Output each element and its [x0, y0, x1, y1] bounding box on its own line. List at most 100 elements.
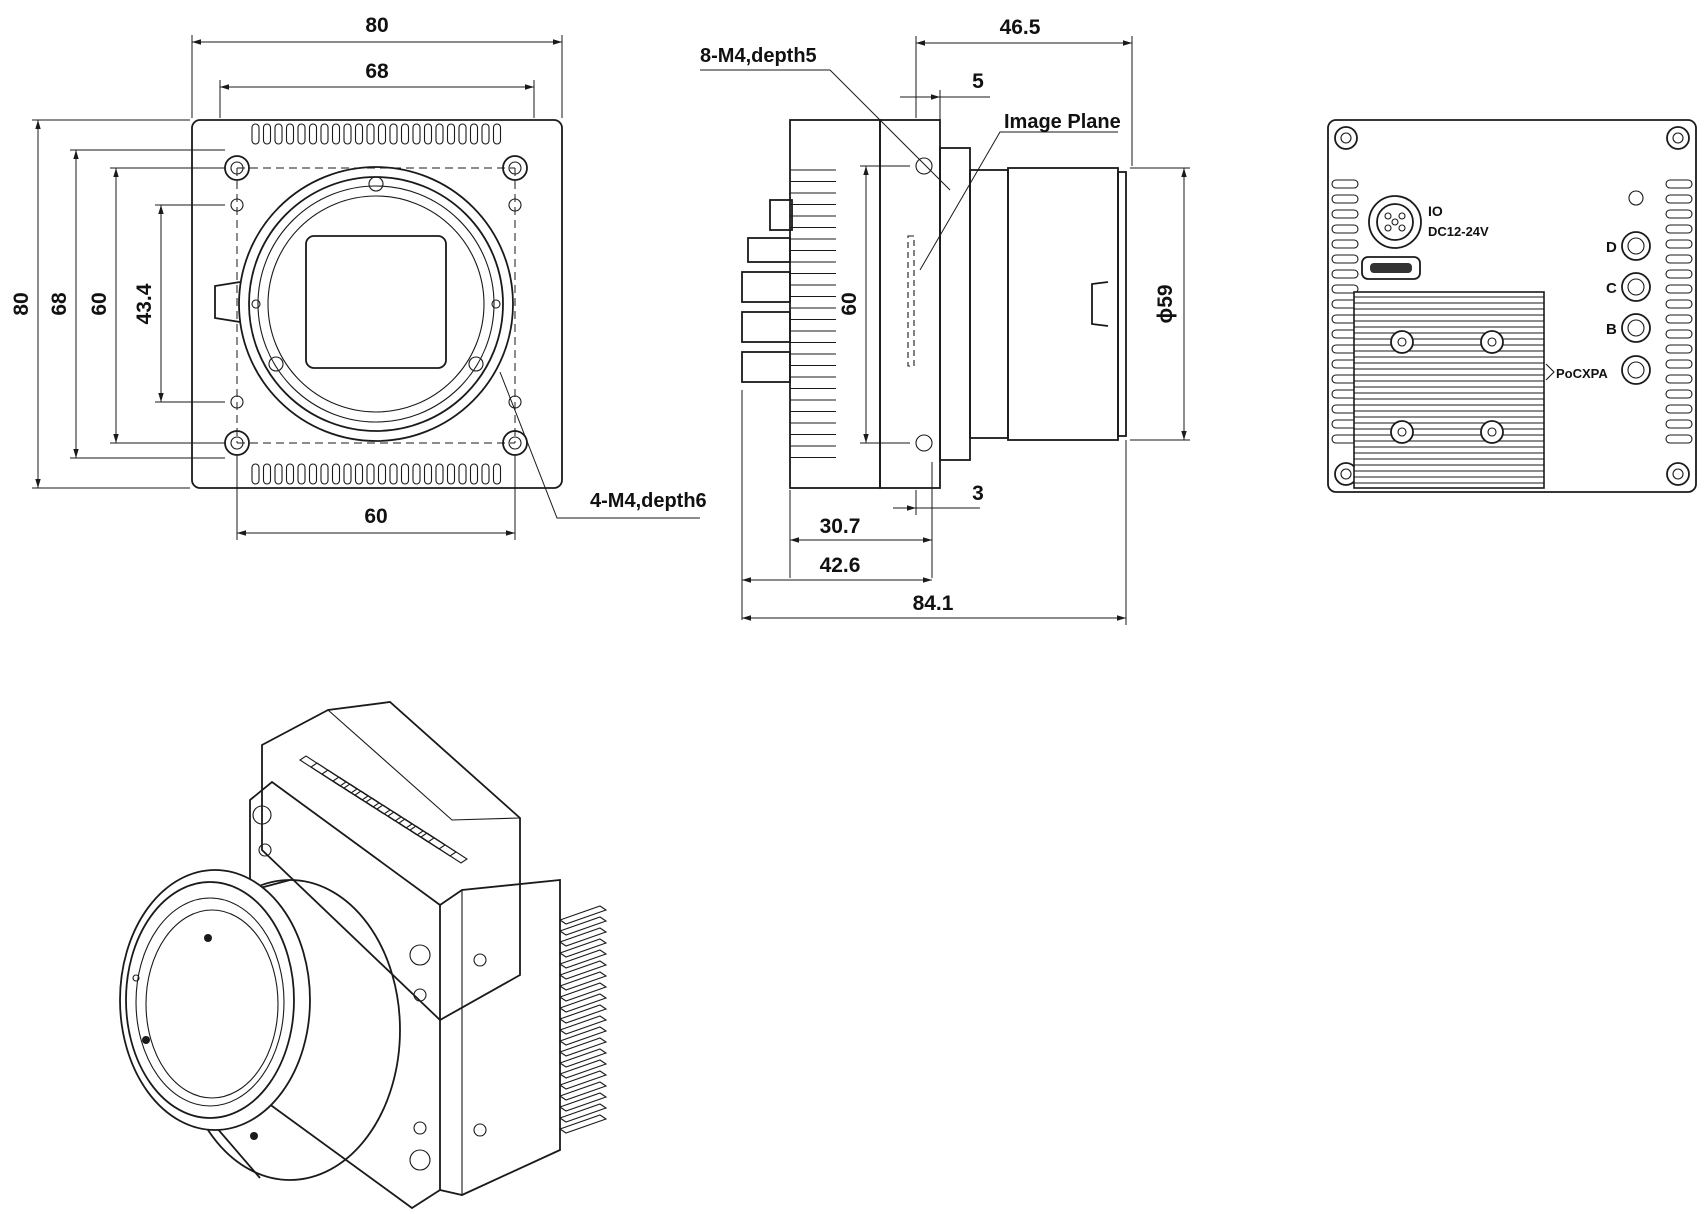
fin [1665, 299, 1693, 309]
fin [558, 938, 608, 958]
fin [558, 1004, 608, 1024]
side-lens-tab [1091, 281, 1109, 327]
fin [1331, 224, 1359, 234]
front-body-outline [191, 119, 563, 489]
fin [446, 123, 456, 145]
fin [1665, 269, 1693, 279]
power-label: DC12-24V [1428, 224, 1489, 239]
iso-top-fins [298, 755, 469, 864]
fin [297, 123, 306, 145]
dim-gap: 3 [972, 482, 984, 505]
fin [481, 463, 490, 485]
fin [1665, 404, 1693, 414]
side-lens-barrel [1007, 167, 1119, 441]
dim-outer-height: 80 [10, 292, 33, 315]
side-heatsink-fins [790, 169, 836, 459]
fin [1665, 359, 1693, 369]
fin [446, 463, 456, 485]
iso-barrel-front [119, 869, 311, 1131]
fin [558, 949, 608, 969]
fin [354, 123, 364, 145]
fin [1331, 269, 1359, 279]
fin [389, 463, 398, 485]
side-view: 46.5 5 60 ϕ59 3 30.7 42.6 84.1 8-M4,dept… [700, 16, 1190, 625]
rear-fins-right [1665, 179, 1693, 444]
fin [412, 463, 421, 485]
fin [492, 123, 502, 145]
fin [262, 463, 272, 485]
fin [558, 960, 608, 980]
side-middle-body [879, 119, 941, 489]
rear-fins-left [1331, 179, 1359, 444]
dim-mount-height: 43.4 [133, 283, 156, 324]
status-led [1628, 190, 1644, 206]
fin [1665, 419, 1693, 429]
rear-view: IO DC12-24V D C B PoCXPA [1327, 119, 1697, 493]
fin [1331, 284, 1359, 294]
side-connectors [741, 199, 793, 383]
dim-bottom-width: 60 [364, 505, 387, 528]
fin [342, 783, 392, 815]
fin [423, 463, 433, 485]
io-label: IO [1428, 203, 1443, 219]
fin [285, 123, 295, 145]
fin [558, 927, 608, 947]
fin [558, 1026, 608, 1046]
dim-diameter: ϕ59 [1154, 284, 1177, 323]
fin [1665, 434, 1693, 444]
dim-inner-height: 68 [48, 292, 71, 316]
holes-callout-label: 8-M4,depth5 [700, 45, 817, 67]
rear-plate-screws [1390, 330, 1504, 444]
port-label: PoCXPA [1556, 366, 1608, 381]
holes-callout-leader [700, 69, 951, 191]
side-dims [741, 36, 1190, 625]
fin [1331, 239, 1359, 249]
front-callout-label: 4-M4,depth6 [590, 490, 707, 512]
fin [389, 123, 398, 145]
dim-top-depth: 46.5 [1000, 16, 1041, 39]
fin [1331, 209, 1359, 219]
fin [423, 123, 433, 145]
front-lens-mount [214, 166, 514, 442]
fin [320, 463, 329, 485]
fin [274, 123, 283, 145]
fin [298, 755, 348, 787]
fin [320, 769, 370, 801]
rear-heatsink-plate [1353, 291, 1545, 489]
coax-ports [1621, 231, 1651, 385]
image-plane-marker [907, 235, 915, 367]
iso-view [119, 701, 608, 1210]
fin [285, 463, 295, 485]
fin [308, 123, 318, 145]
fin [364, 797, 414, 829]
fin [558, 916, 608, 936]
fin [1331, 179, 1359, 189]
fin [377, 463, 387, 485]
front-fins-bottom [251, 463, 502, 485]
fin [1665, 389, 1693, 399]
fin [1331, 254, 1359, 264]
fin [1665, 239, 1693, 249]
fin [397, 818, 447, 850]
usb-port [1361, 256, 1421, 280]
fin [274, 463, 283, 485]
fin [412, 123, 421, 145]
fin [343, 463, 352, 485]
fin [1665, 209, 1693, 219]
fin [1665, 179, 1693, 189]
fin [366, 123, 375, 145]
fin [353, 790, 403, 822]
fin [354, 463, 364, 485]
fin [375, 804, 425, 836]
front-callout-leader [499, 371, 700, 519]
fin [558, 1059, 608, 1079]
fin [262, 123, 272, 145]
fin [1665, 224, 1693, 234]
led-label-b: B [1606, 321, 1617, 338]
fin [1665, 374, 1693, 384]
port-pointer-icon [1545, 363, 1555, 381]
fin [309, 762, 359, 794]
front-view: 80 68 60 80 68 60 43.4 4-M4,depth6 [10, 14, 707, 540]
side-flange [939, 147, 971, 461]
fin [419, 832, 469, 864]
